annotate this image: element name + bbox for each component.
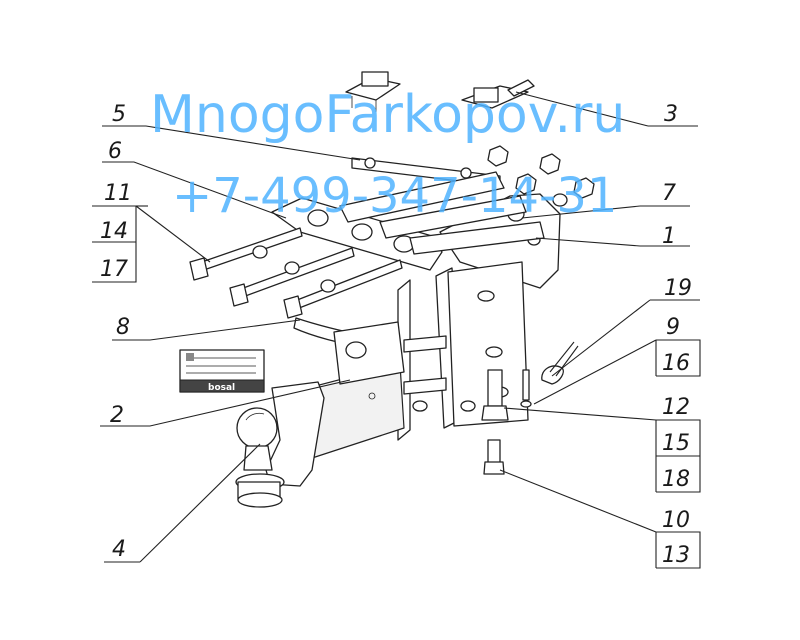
- callout-5: 5: [112, 102, 126, 127]
- callout-8: 8: [116, 315, 130, 340]
- callout-7: 7: [662, 181, 676, 206]
- callout-11: 11: [104, 181, 132, 206]
- leader-lines: [92, 91, 701, 569]
- callout-16: 16: [662, 351, 690, 376]
- plate-brand: bosal: [208, 383, 235, 393]
- callout-12: 12: [662, 395, 690, 420]
- callout-6: 6: [108, 139, 122, 164]
- long-bolts: [189, 227, 403, 319]
- identification-plate: bosal: [179, 349, 265, 393]
- callout-numbers: 5 6 3 7 1 11 14 17 8 19 9 16 2 12 15 18 …: [100, 102, 692, 568]
- callout-19: 19: [664, 276, 692, 301]
- callout-10: 10: [662, 508, 690, 533]
- callout-4: 4: [112, 537, 126, 562]
- callout-2: 2: [110, 403, 124, 428]
- callout-15: 15: [662, 431, 690, 456]
- watermark-phone: +7-499-347-14-31: [172, 168, 617, 224]
- callout-1: 1: [662, 224, 676, 249]
- left-side-plate: [271, 197, 443, 271]
- main-beam: [299, 321, 405, 461]
- safety-pin: [541, 341, 579, 385]
- callout-13: 13: [662, 543, 690, 568]
- top-bracket-left: [345, 71, 401, 112]
- callout-17: 17: [100, 257, 128, 282]
- callout-3: 3: [664, 102, 678, 127]
- watermark-site: MnogoFarkopov.ru: [150, 85, 625, 145]
- callout-9: 9: [666, 315, 680, 340]
- top-bracket-right: [461, 79, 535, 109]
- watermark: MnogoFarkopov.ru +7-499-347-14-31: [150, 85, 625, 224]
- callout-18: 18: [662, 467, 690, 492]
- cross-tubes: [339, 171, 545, 255]
- mounting-bolts-lower: [481, 369, 532, 475]
- tow-ball: [236, 407, 278, 471]
- callout-14: 14: [100, 219, 128, 244]
